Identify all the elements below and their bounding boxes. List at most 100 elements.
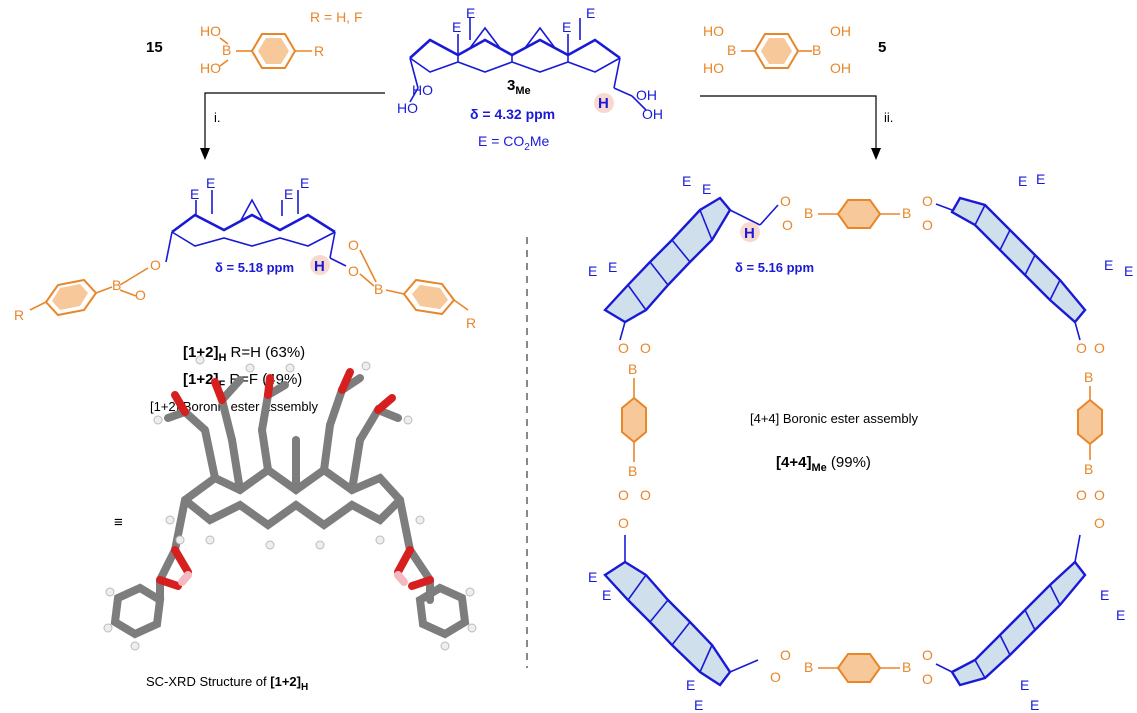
reagent-phenylboronic-acid: 15 HO HO B R R = H, F [146,9,363,76]
highlighted-proton: H [744,225,755,242]
phenyl-ring [621,396,647,444]
step-label-ii: ii. [884,110,893,125]
hydroxyl-label: OH [830,60,851,76]
boron-label: B [374,281,383,297]
boron-label: B [902,659,911,675]
highlighted-proton: H [598,95,609,112]
ester-label-e: E [284,186,293,202]
proton-highlight [310,255,330,275]
assembly-caption: [1+2] Boronic ester assembly [150,399,318,414]
oxygen-label: O [618,340,629,356]
ester-label-e: E [1100,587,1109,603]
xrd-structure: ≡ [103,355,477,693]
ester-label-e: E [1036,171,1045,187]
product-1-2: E E E E O O B R H δ = 5.18 ppm O O B R [… [14,175,476,414]
product-label-4-4: [4+4]Me (99%) [776,454,871,474]
r-group-definition: R = H, F [310,9,363,25]
hydroxyl-label: OH [830,23,851,39]
ester-label-e: E [608,259,617,275]
oxygen-label: O [922,217,933,233]
ester-label-e: E [586,5,595,21]
hydroxyl-label: HO [200,23,221,39]
ester-label-e: E [682,173,691,189]
proton-highlight [594,93,614,113]
hydroxyl-label: HO [703,23,724,39]
ester-label-e: E [1018,173,1027,189]
oxygen-label: O [135,287,146,303]
hydroxyl-label: HO [397,100,418,116]
ester-label-e: E [686,677,695,693]
xrd-caption: SC-XRD Structure of [1+2]H [146,674,308,693]
hydroxyl-label: HO [412,82,433,98]
oxygen-label: O [1094,340,1105,356]
ester-label-e: E [1104,257,1113,273]
oxygen-label: O [922,193,933,209]
proton-highlight [740,222,760,242]
oxygen-label: O [640,487,651,503]
oxygen-label: O [618,515,629,531]
r-group-label: R [14,307,24,323]
ester-label-e: E [300,175,309,191]
compound-number-5: 5 [878,39,886,56]
compound-number-15: 15 [146,39,163,56]
oxygen-label: O [922,671,933,687]
oxygen-label: O [150,257,161,273]
oxygen-label: O [1076,340,1087,356]
ester-label-e: E [1020,677,1029,693]
boron-label: B [1084,369,1093,385]
ester-label-e: E [1030,697,1039,713]
chemical-shift-label: δ = 5.18 ppm [215,260,294,275]
oxygen-label: O [780,647,791,663]
chemical-shift-label: δ = 5.16 ppm [735,260,814,275]
ester-label-e: E [588,263,597,279]
hydroxyl-label: HO [703,60,724,76]
phenyl-ring [836,653,882,683]
ester-label-e: E [190,186,199,202]
r-group-label: R [466,315,476,331]
boron-label: B [222,42,231,58]
ester-label-e: E [562,19,571,35]
reagent-phenylenediboronic-acid: HO HO B B OH OH 5 [703,23,886,76]
compound-label-3me: 3Me [507,77,531,97]
compound-3me: E E E E HO HO H OH OH 3Me δ = 4.32 ppm E… [397,5,663,153]
boron-label: B [727,42,736,58]
oxygen-label: O [348,237,359,253]
oxygen-label: O [1076,487,1087,503]
oxygen-label: O [618,487,629,503]
phenyl-ring [1077,398,1103,446]
phenyl-ring [836,199,882,229]
oxygen-label: O [640,340,651,356]
equivalence-symbol: ≡ [114,514,123,531]
step-label-i: i. [214,110,221,125]
boron-label: B [628,361,637,377]
boron-label: B [902,205,911,221]
oxygen-label: O [1094,487,1105,503]
product-label-1-2-h: [1+2]H R=H (63%) [183,344,305,364]
ester-label-e: E [452,19,461,35]
ester-label-e: E [206,175,215,191]
ester-definition: E = CO2Me [478,133,550,153]
boron-label: B [112,277,121,293]
boron-label: B [812,42,821,58]
ester-label-e: E [602,587,611,603]
ester-label-e: E [702,181,711,197]
arrow-step-ii: ii. [700,95,893,160]
oxygen-label: O [348,263,359,279]
assembly-caption: [4+4] Boronic ester assembly [750,411,918,426]
oxygen-label: O [770,669,781,685]
ester-label-e: E [1116,607,1125,623]
arrow-step-i: i. [200,92,385,160]
hydroxyl-label: OH [642,106,663,122]
oxygen-label: O [780,193,791,209]
chemical-shift-label: δ = 4.32 ppm [470,106,555,122]
boron-label: B [1084,461,1093,477]
r-group-label: R [314,43,324,59]
product-4-4-macrocycle: E E E E E E E E E E E E E E E E H δ = 5.… [588,171,1133,713]
boron-label: B [804,205,813,221]
hydroxyl-label: HO [200,60,221,76]
boron-label: B [628,463,637,479]
ester-label-e: E [1124,263,1133,279]
ester-label-e: E [694,697,703,713]
oxygen-label: O [922,647,933,663]
